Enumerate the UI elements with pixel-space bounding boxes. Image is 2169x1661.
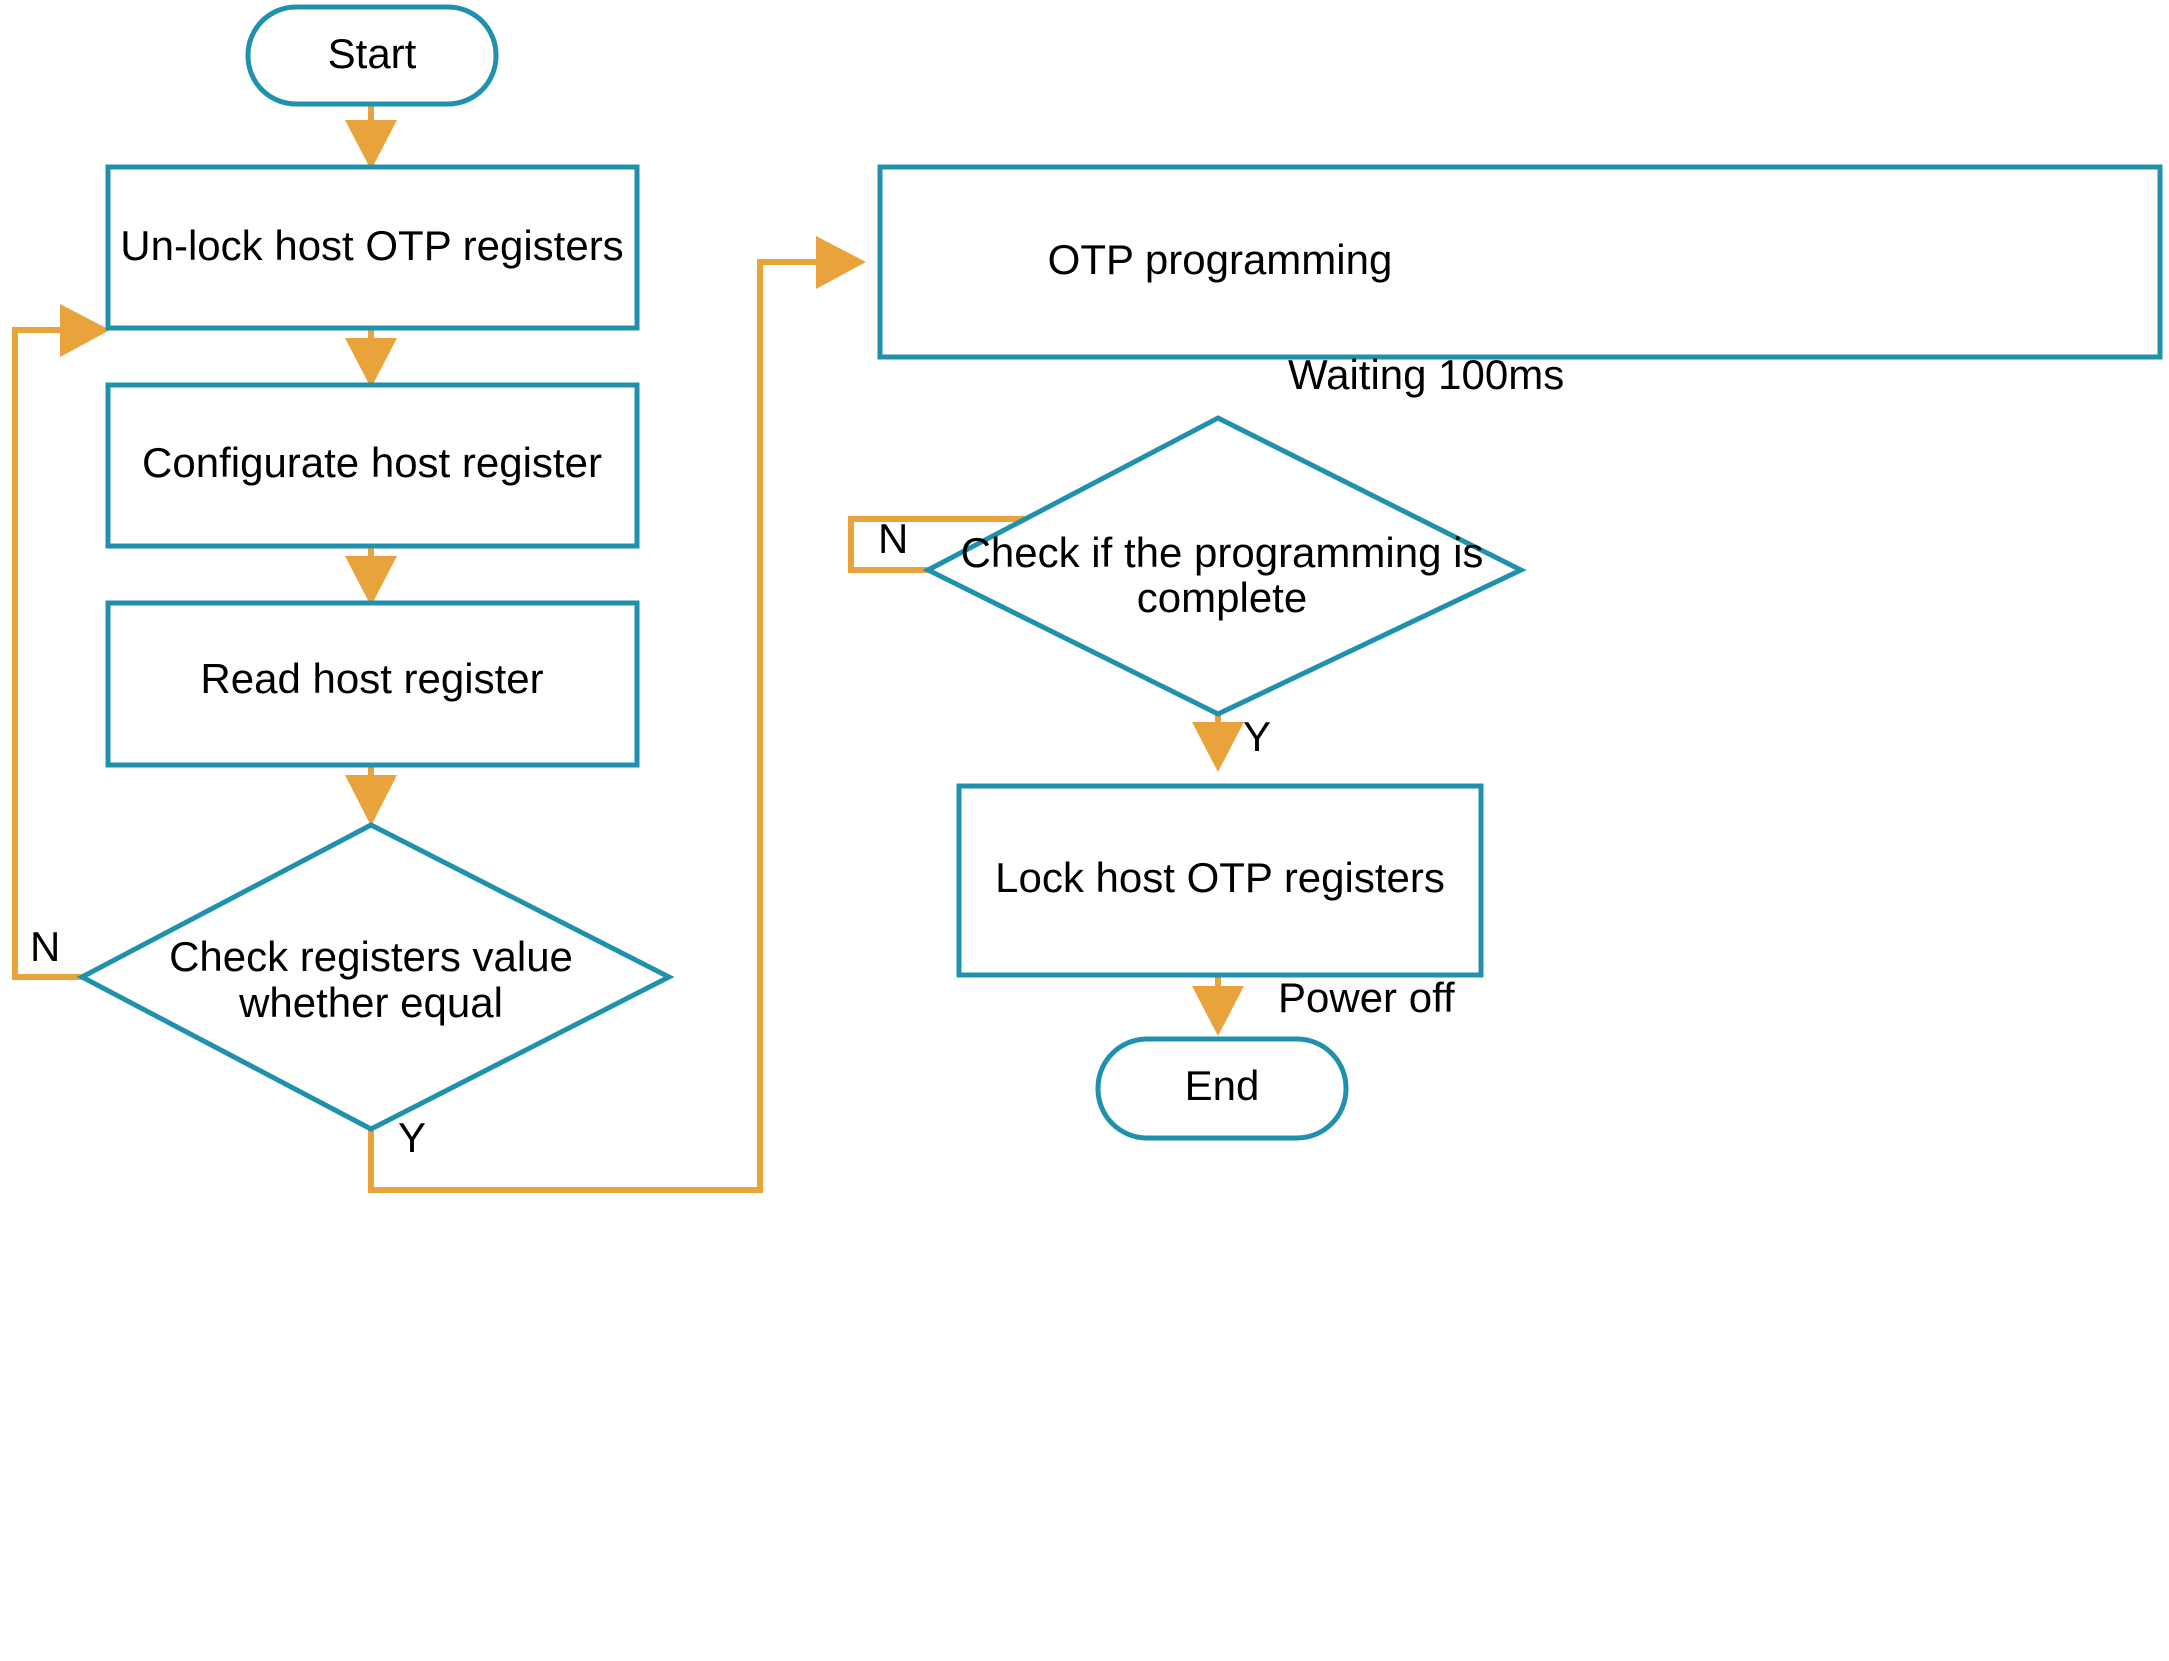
node-lock-label: Lock host OTP registers <box>995 854 1445 901</box>
edge-label-waiting-100ms: Waiting 100ms <box>1288 351 1564 398</box>
node-read-label: Read host register <box>200 655 543 702</box>
connector-configure-to-read <box>345 546 397 606</box>
edge-label-check-equal-no: N <box>30 923 60 970</box>
node-lock-host-otp-registers[interactable]: Lock host OTP registers <box>956 783 1484 978</box>
edge-label-check-equal-yes: Y <box>398 1114 426 1161</box>
node-start[interactable]: Start <box>245 4 499 107</box>
edge-label-power-off: Power off <box>1278 974 1455 1021</box>
edge-label-check-complete-no: N <box>878 515 908 562</box>
node-otp-programming[interactable]: OTP programming <box>877 164 2163 360</box>
connector-lock-to-end <box>1192 975 1244 1036</box>
connector-check-equal-no-to-unlock <box>12 304 110 980</box>
connector-check-equal-yes-to-otp <box>368 236 866 1193</box>
node-read-host-register[interactable]: Read host register <box>105 600 640 768</box>
node-otp-programming-label: OTP programming <box>1048 236 1393 283</box>
connector-unlock-to-configure <box>345 328 397 388</box>
node-check-complete-label-line1: Check if the programming is <box>961 529 1484 576</box>
connector-check-complete-yes-to-lock <box>1192 714 1244 772</box>
node-check-programming-complete[interactable]: Check if the programming is complete <box>922 415 1527 717</box>
node-configurate-host-register[interactable]: Configurate host register <box>105 382 640 549</box>
node-unlock-host-otp-registers[interactable]: Un-lock host OTP registers <box>105 164 640 331</box>
node-end-label: End <box>1185 1062 1260 1109</box>
node-check-equal-label-line1: Check registers value <box>169 933 573 980</box>
connector-read-to-check-equal <box>345 765 397 826</box>
node-end[interactable]: End <box>1095 1036 1349 1141</box>
node-configure-label: Configurate host register <box>142 439 602 486</box>
node-check-equal-label-line2: whether equal <box>238 979 503 1026</box>
connector-start-to-unlock <box>345 104 397 170</box>
edge-label-check-complete-yes: Y <box>1243 713 1271 760</box>
node-check-complete-label-line2: complete <box>1137 574 1307 621</box>
node-start-label: Start <box>328 30 417 77</box>
node-check-registers-value[interactable]: Check registers value whether equal <box>76 822 675 1132</box>
node-unlock-label: Un-lock host OTP registers <box>120 222 623 269</box>
